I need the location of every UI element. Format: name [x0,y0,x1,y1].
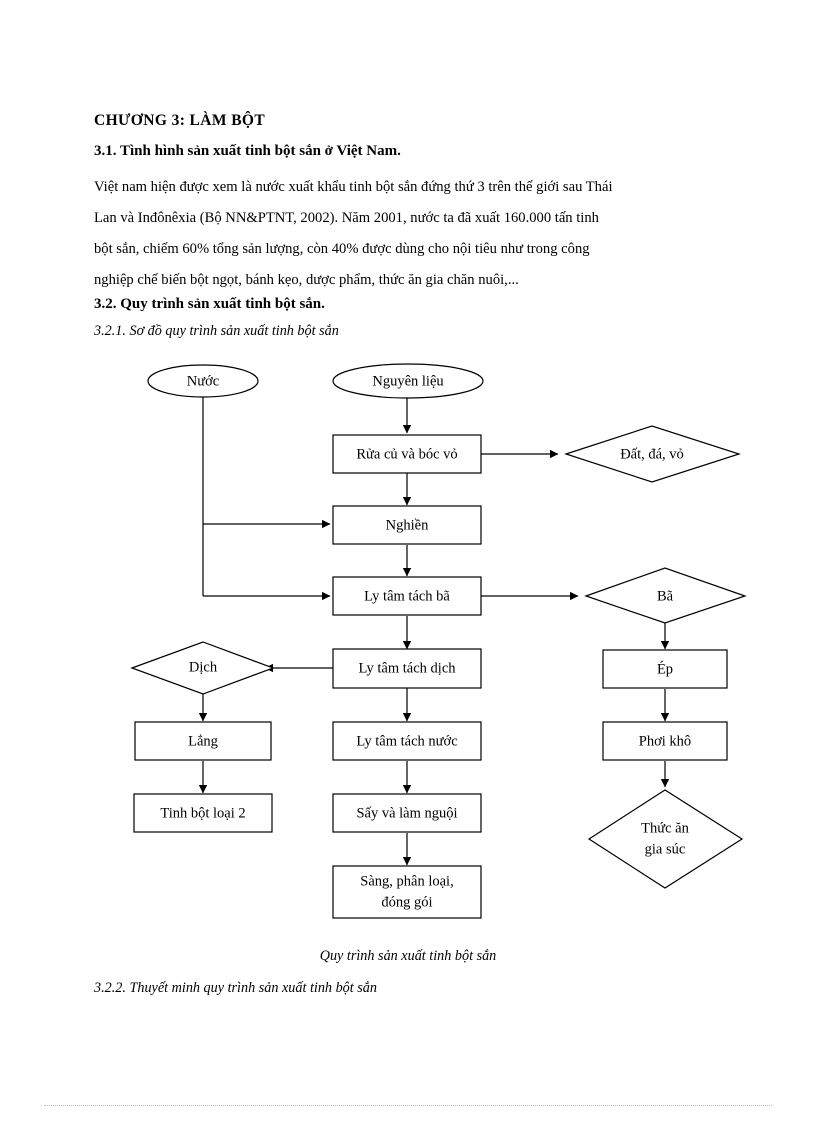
flow-node-sang-phan-loai-label-line1: Sàng, phân loại, [360,873,453,889]
flow-node-nguyen-lieu[interactable]: Nguyên liệu [332,363,484,399]
flow-node-dat-da-vo-label: Đất, đá, vỏ [620,446,684,462]
flow-node-rua-cu[interactable]: Rửa củ và bóc vỏ [332,434,482,474]
flow-node-sang-phan-loai-label-line2: đóng gói [381,894,432,910]
flow-node-thuc-an-gia-suc-label-line2: gia súc [645,841,686,857]
heading-section-3-2-2: 3.2.2. Thuyết minh quy trình sản xuất ti… [94,980,377,996]
flow-node-thuc-an-gia-suc[interactable]: Thức ăn gia súc [587,789,744,889]
flow-node-dat-da-vo[interactable]: Đất, đá, vỏ [564,425,741,483]
heading-section-3-1: 3.1. Tình hình sản xuất tinh bột sắn ở V… [94,143,401,159]
flow-node-nuoc[interactable]: Nước [147,364,259,398]
flow-node-ly-tam-tach-ba-label: Ly tâm tách bã [364,588,450,604]
flow-node-dich-label: Dịch [189,659,218,675]
flow-node-ba-label: Bã [657,588,674,604]
flow-node-nuoc-label: Nước [187,373,219,389]
paragraph-line: nghiệp chế biến bột ngọt, bánh kẹo, dược… [94,272,519,288]
flow-node-dich[interactable]: Dịch [130,641,275,695]
flow-node-tinh-bot-loai-2[interactable]: Tinh bột loại 2 [133,793,273,833]
flow-node-phoi-kho[interactable]: Phơi khô [602,721,728,761]
flow-node-nghien-label: Nghiền [386,517,429,533]
paragraph-line: bột sắn, chiếm 60% tổng sản lượng, còn 4… [94,241,590,257]
paragraph-line: Việt nam hiện được xem là nước xuất khẩu… [94,179,613,195]
flow-node-lang-label: Lắng [188,733,218,749]
flow-node-ly-tam-tach-ba[interactable]: Ly tâm tách bã [332,576,482,616]
flow-node-tinh-bot-loai-2-label: Tinh bột loại 2 [160,805,245,821]
flow-node-thuc-an-gia-suc-label-line1: Thức ăn [641,820,689,836]
flow-node-say-lam-nguoi[interactable]: Sấy và làm nguội [332,793,482,833]
flow-node-ly-tam-tach-dich[interactable]: Ly tâm tách dịch [332,648,482,689]
flow-node-ly-tam-tach-dich-label: Ly tâm tách dịch [358,660,456,676]
flow-node-ly-tam-tach-nuoc-label: Ly tâm tách nước [356,733,457,749]
flow-node-ep[interactable]: Ép [602,649,728,689]
paragraph-line: Lan và Inđônêxia (Bộ NN&PTNT, 2002). Năm… [94,210,599,226]
figure-caption: Quy trình sản xuất tinh bột sắn [319,948,497,964]
flow-node-ba[interactable]: Bã [584,567,747,624]
heading-section-3-2: 3.2. Quy trình sản xuất tinh bột sắn. [94,296,325,312]
flow-node-ly-tam-tach-nuoc[interactable]: Ly tâm tách nước [332,721,482,761]
body-paragraph: Việt nam hiện được xem là nước xuất khẩu… [94,172,746,296]
footer-divider [44,1105,772,1106]
flow-node-nguyen-lieu-label: Nguyên liệu [372,373,443,389]
flow-node-say-lam-nguoi-label: Sấy và làm nguội [356,805,457,821]
flow-node-rua-cu-label: Rửa củ và bóc vỏ [356,446,457,462]
process-flowchart: Nước Nguyên liệu Rửa củ và bóc vỏ Đất, đ… [130,363,747,919]
heading-section-3-2-1: 3.2.1. Sơ đồ quy trình sản xuất tinh bột… [94,323,339,339]
chapter-title: CHƯƠNG 3: LÀM BỘT [94,112,266,129]
flow-node-sang-phan-loai[interactable]: Sàng, phân loại, đóng gói [332,865,482,919]
flow-node-lang[interactable]: Lắng [134,721,272,761]
flow-node-nghien[interactable]: Nghiền [332,505,482,545]
flow-node-phoi-kho-label: Phơi khô [639,733,691,749]
flow-node-ep-label: Ép [657,660,673,677]
